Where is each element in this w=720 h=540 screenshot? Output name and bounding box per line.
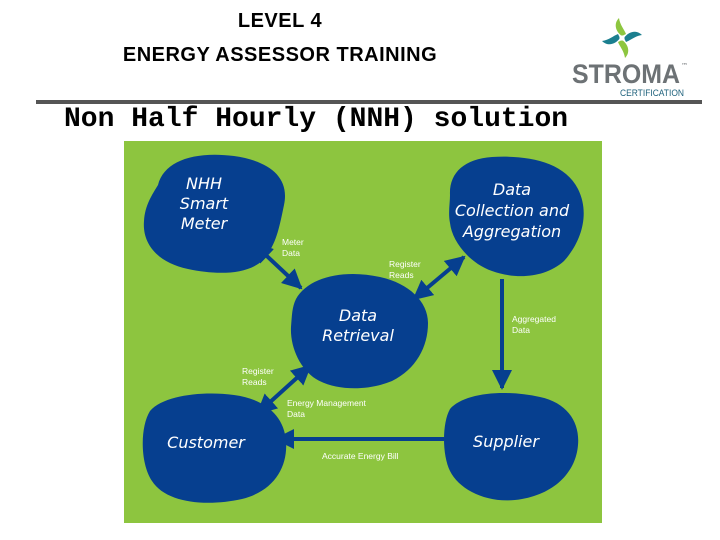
retrieval-line2: Retrieval (322, 326, 394, 345)
pinwheel-icon (602, 18, 642, 58)
logo-trademark: ™ (681, 62, 688, 70)
label-meter-data-1: Meter (282, 237, 304, 247)
label-energy-management-2: Data (287, 409, 305, 419)
label-accurate-energy-bill: Accurate Energy Bill (322, 451, 399, 461)
arrow-retrieval-customer (256, 364, 312, 415)
slide-subtitle: Non Half Hourly (NNH) solution (64, 104, 569, 135)
supplier-label: Supplier (473, 432, 540, 451)
logo-tagline: CERTIFICATION (620, 88, 684, 99)
nhh-meter-line3: Meter (181, 214, 229, 233)
label-meter-data-2: Data (282, 248, 300, 258)
label-energy-management-1: Energy Management (287, 398, 367, 408)
title-level: LEVEL 4 (237, 10, 323, 32)
nhh-meter-line2: Smart (180, 194, 229, 213)
nhh-flow-diagram: NHH Smart Meter Data Collection and Aggr… (124, 141, 602, 523)
label-register-reads-left-1: Register (242, 366, 274, 376)
nhh-meter-line1: NHH (186, 174, 222, 193)
collection-line1: Data (493, 180, 531, 199)
label-register-reads-top-2: Reads (389, 270, 414, 280)
node-data-retrieval (290, 273, 428, 389)
arrow-retrieval-collection (412, 255, 466, 301)
node-data-collection (449, 156, 584, 277)
header-divider (36, 100, 702, 104)
node-nhh-smart-meter (143, 154, 286, 273)
node-supplier (444, 393, 579, 501)
collection-line2: Collection and (455, 201, 570, 220)
label-aggregated-data-2: Data (512, 325, 530, 335)
stroma-logo: STROMA ™ CERTIFICATION (572, 18, 688, 99)
customer-label: Customer (167, 433, 246, 452)
label-register-reads-top-1: Register (389, 259, 421, 269)
label-register-reads-left-2: Reads (242, 377, 267, 387)
retrieval-line1: Data (339, 306, 377, 325)
node-customer (142, 393, 287, 503)
title-training: ENERGY ASSESSOR TRAINING (122, 44, 438, 66)
collection-line3: Aggregation (462, 222, 561, 241)
label-aggregated-data-1: Aggregated (512, 314, 556, 324)
logo-wordmark: STROMA (572, 59, 680, 89)
